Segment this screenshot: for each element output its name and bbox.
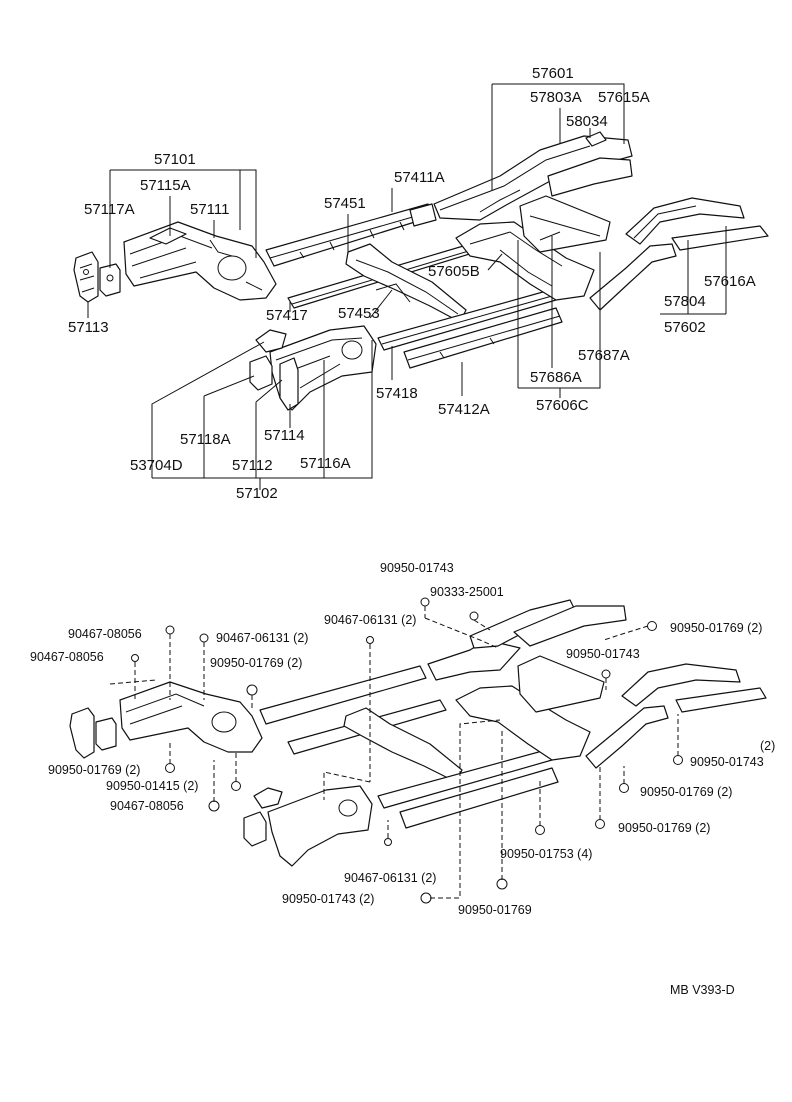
label-90467-06131-a: 90467-06131 (2)	[324, 613, 416, 627]
label-qty-2: (2)	[760, 739, 775, 753]
label-57114: 57114	[264, 427, 305, 444]
label-57111: 57111	[190, 201, 230, 218]
label-57453: 57453	[338, 305, 380, 322]
upper-part-numbers: 57101 57115A 57117A 57111 57113 57417 57…	[68, 65, 756, 502]
diagram-code: MB V393-D	[670, 983, 735, 997]
label-57112: 57112	[232, 457, 273, 474]
label-57687A: 57687A	[578, 347, 630, 364]
upper-leaders	[87, 83, 727, 490]
label-57803A: 57803A	[530, 89, 582, 106]
label-57602: 57602	[664, 319, 706, 336]
part-57113-drawing	[73, 251, 99, 303]
label-90950-01415: 90950-01415 (2)	[106, 779, 198, 793]
label-57115A: 57115A	[140, 177, 191, 194]
label-90950-01743-b: 90950-01743	[566, 647, 640, 661]
label-90950-01743-a: 90950-01743	[380, 561, 454, 575]
label-90467-08056-a: 90467-08056	[68, 627, 142, 641]
label-90950-01743-d: 90950-01743 (2)	[282, 892, 374, 906]
lower-part-numbers: 90950-01743 90333-25001 90467-06131 (2) …	[30, 561, 775, 917]
label-90950-01769-e: 90950-01769 (2)	[618, 821, 710, 835]
label-57606C: 57606C	[536, 397, 589, 414]
part-57102-drawing	[249, 325, 377, 411]
part-57111-drawing	[123, 221, 277, 301]
label-57605B: 57605B	[428, 263, 480, 280]
label-57686A: 57686A	[530, 369, 582, 386]
label-57102: 57102	[236, 485, 278, 502]
part-57411A-drawing	[409, 203, 437, 227]
part-57804-drawing	[671, 225, 769, 251]
label-90950-01769-b: 90950-01769 (2)	[670, 621, 762, 635]
label-57418: 57418	[376, 385, 418, 402]
part-57601-drawing	[433, 135, 633, 221]
label-90950-01753: 90950-01753 (4)	[500, 847, 592, 861]
part-57412A-drawing	[403, 307, 563, 369]
label-57616A: 57616A	[704, 273, 756, 290]
label-57101: 57101	[154, 151, 196, 168]
label-90467-08056-c: 90467-08056	[110, 799, 184, 813]
label-90333-25001: 90333-25001	[430, 585, 504, 599]
part-57616A-drawing	[625, 197, 745, 245]
label-57615A: 57615A	[598, 89, 650, 106]
label-90467-08056-b: 90467-08056	[30, 650, 104, 664]
lower-leaders	[109, 606, 679, 899]
label-57117A: 57117A	[84, 201, 135, 218]
label-57412A: 57412A	[438, 401, 490, 418]
part-57451-drawing	[265, 203, 435, 267]
part-57602-drawing	[589, 243, 677, 311]
label-90950-01769-c: 90950-01769 (2)	[48, 763, 140, 777]
label-90950-01743-c: 90950-01743	[690, 755, 764, 769]
label-90950-01769-d: 90950-01769 (2)	[640, 785, 732, 799]
lower-assembly	[69, 599, 767, 867]
part-57605B-drawing	[455, 221, 595, 301]
part-57117A-drawing	[99, 263, 121, 297]
label-57451: 57451	[324, 195, 366, 212]
label-57116A: 57116A	[300, 455, 351, 472]
label-90950-01769-a: 90950-01769 (2)	[210, 656, 302, 670]
label-57118A: 57118A	[180, 431, 231, 448]
part-57606C-drawing	[519, 195, 611, 253]
label-57411A: 57411A	[394, 169, 445, 186]
upper-assembly	[73, 131, 769, 411]
label-57113: 57113	[68, 319, 109, 336]
label-57804: 57804	[664, 293, 706, 310]
label-57417: 57417	[266, 307, 308, 324]
label-90467-06131-b: 90467-06131 (2)	[216, 631, 308, 645]
label-57601: 57601	[532, 65, 574, 82]
label-90950-01769-f: 90950-01769	[458, 903, 532, 917]
part-58034-drawing	[585, 131, 607, 147]
label-53704D: 53704D	[130, 457, 183, 474]
label-90467-06131-c: 90467-06131 (2)	[344, 871, 436, 885]
label-58034: 58034	[566, 113, 608, 130]
